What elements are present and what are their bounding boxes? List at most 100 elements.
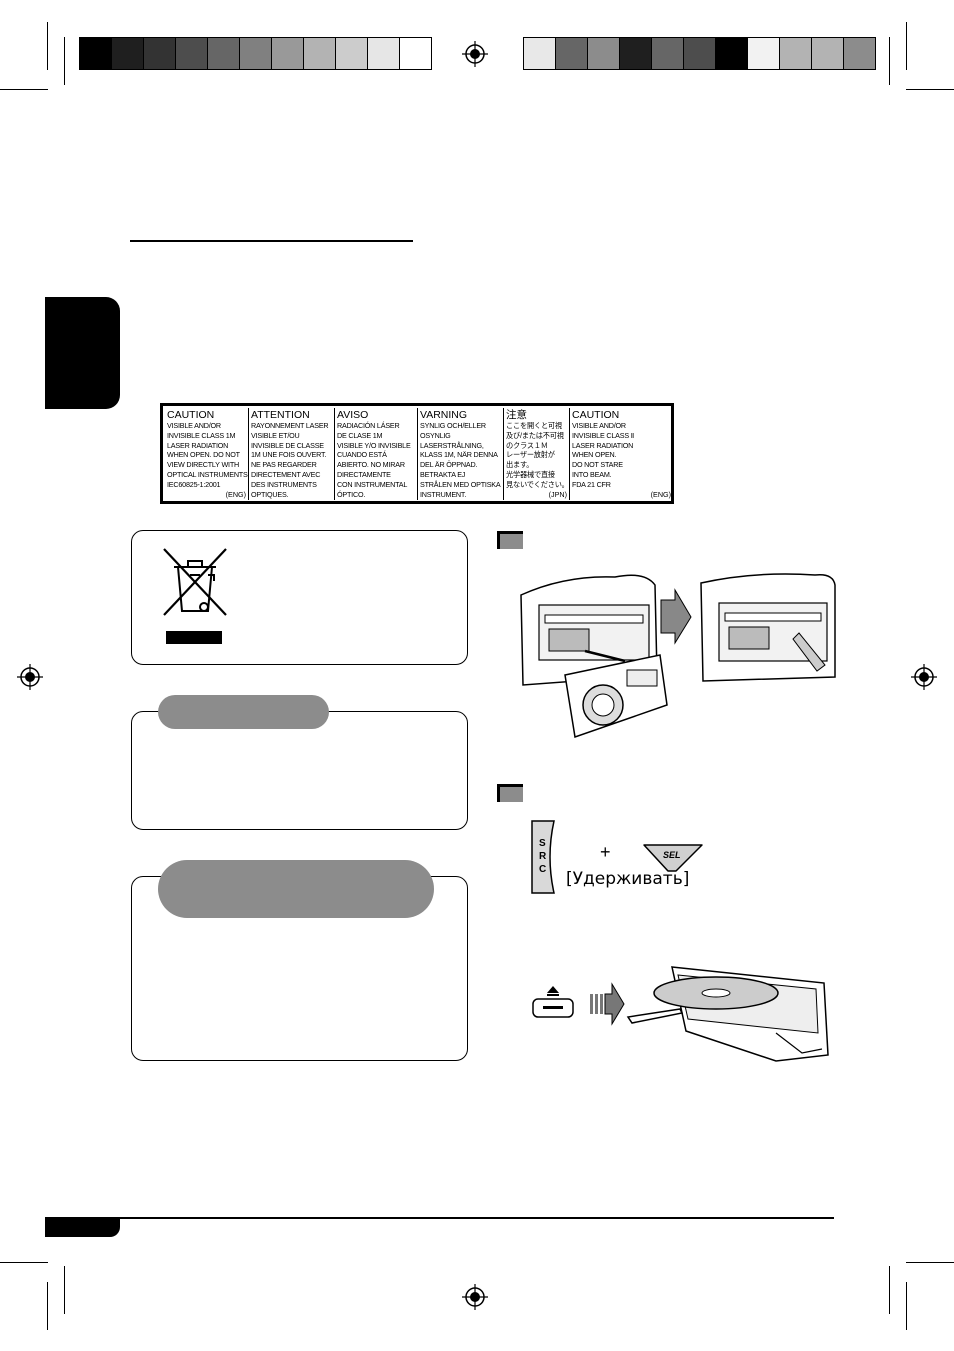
laser-label-line: CUANDO ESTÁ bbox=[337, 450, 387, 460]
color-swatch bbox=[111, 37, 144, 70]
color-swatch bbox=[271, 37, 304, 70]
color-swatch bbox=[175, 37, 208, 70]
src-button-icon bbox=[531, 820, 555, 894]
color-swatch bbox=[523, 37, 556, 70]
laser-label-line: STRÅLEN MED OPTISKA bbox=[420, 479, 501, 489]
laser-label-line: DIRECTAMENTE bbox=[337, 469, 391, 479]
crossed-bin-icon bbox=[163, 548, 227, 644]
color-swatch bbox=[303, 37, 336, 70]
laser-label-language-code: (SWE) bbox=[420, 499, 501, 500]
laser-label-line: レーザー放射が bbox=[506, 450, 555, 460]
language-tab bbox=[45, 297, 120, 409]
laser-label-line: 1M UNE FOIS OUVERT. bbox=[251, 450, 327, 460]
laser-label-line: DE CLASE 1M bbox=[337, 430, 383, 440]
laser-label-language-code: (ESP) bbox=[337, 499, 415, 500]
color-swatch bbox=[335, 37, 368, 70]
color-swatch bbox=[239, 37, 272, 70]
laser-label-line: ここを開くと可視 bbox=[506, 421, 562, 430]
color-swatch bbox=[811, 37, 844, 70]
laser-label-heading: ATTENTION bbox=[251, 409, 310, 421]
crop-mark bbox=[889, 1266, 890, 1314]
laser-label-language-code: (ENG) bbox=[650, 489, 671, 499]
laser-label-line: OPTIQUES. bbox=[251, 489, 289, 499]
note-header-pill-2 bbox=[158, 860, 434, 918]
laser-label-line: INVISIBLE CLASS Ⅱ bbox=[572, 430, 635, 440]
laser-label-heading: CAUTION bbox=[167, 409, 215, 421]
laser-label-line: FDA 21 CFR bbox=[572, 479, 611, 489]
laser-label-line: DEL ÄR ÖPPNAD. bbox=[420, 460, 478, 470]
laser-label-line: RADIACIÓN LÁSER bbox=[337, 421, 400, 430]
laser-label-line: IEC60825-1:2001 bbox=[167, 479, 221, 489]
laser-label-line: OSYNLIG bbox=[420, 430, 451, 440]
section-tag-1 bbox=[497, 531, 523, 549]
color-swatch bbox=[683, 37, 716, 70]
laser-label-line: RAYONNEMENT LASER bbox=[251, 421, 329, 430]
crop-mark bbox=[47, 22, 48, 70]
laser-label-line: 及び/または不可視 bbox=[506, 430, 564, 440]
page-number-tab bbox=[45, 1218, 120, 1237]
crop-mark bbox=[906, 22, 907, 70]
color-swatch bbox=[651, 37, 684, 70]
laser-label-line: 見ないでください。 bbox=[506, 479, 569, 489]
color-swatch bbox=[399, 37, 432, 70]
laser-label-line: DIRECTEMENT AVEC bbox=[251, 469, 321, 479]
laser-label-heading: AVISO bbox=[337, 409, 369, 421]
laser-label-line: LASERSTRÅLNING, bbox=[420, 440, 484, 450]
laser-label-line: OPTICAL INSTRUMENTS. bbox=[167, 469, 249, 479]
note-header-pill-1 bbox=[158, 695, 329, 729]
laser-label-line: LASER RADIATION bbox=[572, 440, 634, 450]
registration-mark-icon bbox=[911, 664, 937, 690]
registration-mark-icon bbox=[462, 1284, 488, 1310]
laser-label-line: VISIBLE AND/OR bbox=[572, 421, 626, 430]
laser-label-line: NE PAS REGARDER bbox=[251, 460, 317, 470]
disc-eject-illustration bbox=[626, 966, 829, 1062]
color-swatch bbox=[715, 37, 748, 70]
laser-label-line: VISIBLE AND/OR bbox=[167, 421, 221, 430]
crop-mark bbox=[906, 89, 954, 90]
crop-mark bbox=[47, 1282, 48, 1330]
laser-label-line: WHEN OPEN. DO NOT bbox=[167, 450, 240, 460]
registration-mark-icon bbox=[462, 41, 488, 67]
laser-label-line: LASER RADIATION bbox=[167, 440, 229, 450]
laser-label-line: ÓPTICO. bbox=[337, 489, 366, 499]
laser-label-line: INVISIBLE DE CLASSE bbox=[251, 440, 324, 450]
header-rule bbox=[130, 240, 413, 242]
laser-label-line: DES INSTRUMENTS bbox=[251, 479, 317, 489]
hold-instruction: [Удерживать] bbox=[566, 869, 690, 889]
arrow-right-icon bbox=[590, 982, 625, 1026]
color-swatch bbox=[367, 37, 400, 70]
crop-mark bbox=[906, 1282, 907, 1330]
src-letter: C bbox=[539, 864, 547, 875]
laser-label-line: DO NOT STARE bbox=[572, 460, 623, 470]
laser-label-line: KLASS 1M, NÄR DENNA bbox=[420, 450, 498, 460]
laser-label-line: WHEN OPEN. bbox=[572, 450, 617, 460]
panel-detach-illustration bbox=[520, 573, 836, 739]
crop-mark bbox=[0, 1262, 48, 1263]
crop-mark bbox=[889, 37, 890, 85]
laser-label-line: ABIERTO. NO MIRAR bbox=[337, 460, 405, 470]
laser-label-line: BETRAKTA EJ bbox=[420, 469, 466, 479]
color-swatch bbox=[79, 37, 112, 70]
laser-label-language-code: (FRA) bbox=[251, 499, 332, 500]
laser-label-language-code: (JPN) bbox=[548, 489, 567, 499]
color-swatch bbox=[843, 37, 876, 70]
laser-label-line: のクラス１Ｍ bbox=[506, 440, 548, 450]
laser-label-heading: 注意 bbox=[506, 409, 527, 421]
section-tag-2 bbox=[497, 784, 523, 802]
sel-label: SEL bbox=[663, 850, 681, 860]
color-swatch bbox=[555, 37, 588, 70]
laser-label-line: VISIBLE ET/OU bbox=[251, 430, 300, 440]
laser-label-line: VIEW DIRECTLY WITH bbox=[167, 460, 240, 470]
laser-label-line: SYNLIG OCH/ELLER bbox=[420, 421, 486, 430]
plus-sign: + bbox=[600, 842, 611, 862]
laser-label-line: INVISIBLE CLASS 1M bbox=[167, 430, 236, 440]
color-swatch bbox=[779, 37, 812, 70]
registration-mark-icon bbox=[17, 664, 43, 690]
footer-rule bbox=[45, 1217, 834, 1219]
color-swatch bbox=[207, 37, 240, 70]
sel-button-icon bbox=[643, 844, 703, 872]
